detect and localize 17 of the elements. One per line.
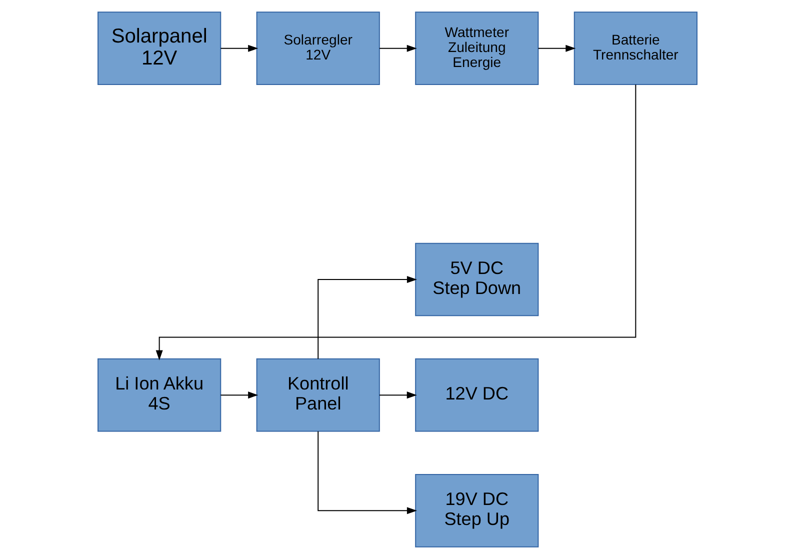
node-box: Batterie Trennschalter xyxy=(573,12,697,86)
node-box: 19V DC Step Up xyxy=(414,474,538,548)
arrow xyxy=(155,84,636,360)
node-box: Solarregler 12V xyxy=(256,12,380,86)
arrow xyxy=(317,276,417,359)
node-box: 12V DC xyxy=(414,358,538,432)
node-box: 5V DC Step Down xyxy=(414,242,538,316)
arrow xyxy=(538,44,576,52)
arrow xyxy=(379,392,416,399)
node-box: Wattmeter Zuleitung Energie xyxy=(414,12,538,86)
arrow xyxy=(317,431,417,514)
node-box: Kontroll Panel xyxy=(256,358,380,432)
node-box: Li Ion Akku 4S xyxy=(97,358,221,432)
node-box: Solarpanel 12V xyxy=(97,12,221,86)
arrow xyxy=(379,44,416,52)
arrow xyxy=(220,392,258,399)
arrow xyxy=(220,44,258,52)
